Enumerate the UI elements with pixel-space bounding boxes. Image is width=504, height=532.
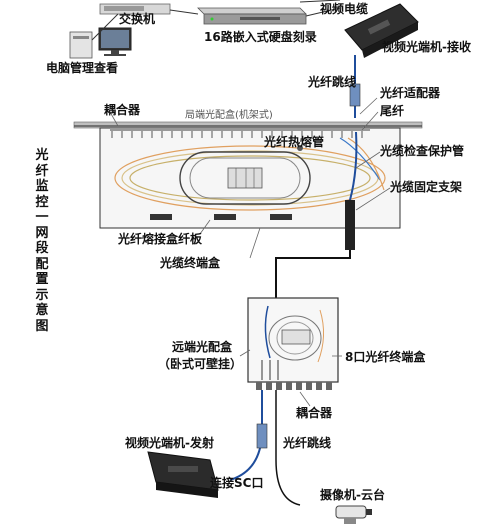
coupler-bottom-label: 耦合器: [296, 406, 333, 420]
video-transmitter-device: [147, 451, 219, 498]
video-transmitter-label: 视频光端机-发射: [125, 436, 214, 450]
camera-ptz-label: 摄像机-云台: [320, 488, 385, 502]
remote-box-label-2: （卧式可壁挂）: [158, 357, 243, 371]
video-receiver-device: [344, 3, 419, 58]
patch-cord-top-line: [349, 55, 361, 118]
computer-device: [69, 27, 132, 59]
pigtail-label: 尾纤: [380, 104, 405, 118]
patch-cord-bottom-line: [229, 390, 301, 506]
side-title: 光纤监控一网段配置示意图: [35, 148, 49, 334]
patch-cord-bottom-label: 光纤跳线: [283, 436, 332, 450]
switch-label: 交换机: [119, 12, 156, 26]
rack-box-title: 局端光配盒(机架式): [185, 110, 273, 121]
camera-device: [335, 505, 372, 524]
tray-clips: [150, 214, 292, 220]
remote-box-label-1: 远端光配盒: [172, 340, 233, 354]
video-cable-label: 视频电缆: [320, 2, 369, 16]
network-cables: [91, 0, 341, 41]
coupler-row-top: [111, 131, 363, 138]
sc-port-label: 连接SC口: [210, 476, 264, 490]
adapter-label: 光纤适配器: [380, 86, 441, 100]
fixing-bracket-label: 光缆固定支架: [390, 180, 463, 194]
remote-box: [247, 297, 339, 390]
dvr-device: [197, 7, 307, 25]
patch-cord-top-label: 光纤跳线: [308, 75, 357, 89]
rack-box: [73, 121, 423, 229]
leader-lines: [109, 97, 391, 407]
splice-tray: [179, 151, 311, 205]
terminal-box-8-label: 8口光纤终端盒: [345, 350, 426, 364]
fusion-sleeve-label: 光纤热熔管: [264, 135, 325, 149]
inspection-tube-label: 光缆检查保护管: [380, 144, 465, 158]
pigtail-loops: [114, 137, 386, 211]
dvr-label: 16路嵌入式硬盘刻录: [204, 30, 317, 44]
terminal-box-top-label: 光缆终端盒: [160, 256, 221, 270]
switch-device: [99, 3, 171, 15]
pc-management-label: 电脑管理查看: [46, 61, 119, 75]
coupler-top-label: 耦合器: [104, 103, 141, 117]
video-receiver-label: 视频光端机-接收: [382, 40, 471, 54]
splice-tray-label: 光纤熔接盒纤板: [118, 232, 203, 246]
